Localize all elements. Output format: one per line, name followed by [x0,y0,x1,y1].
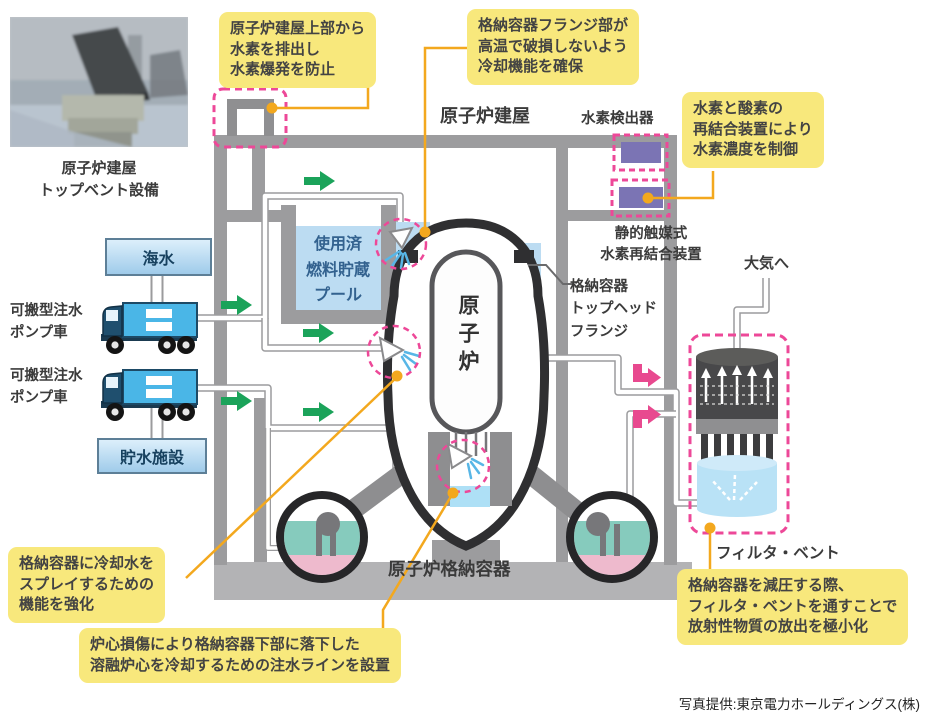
filter-vent-unit [688,333,790,535]
hydrogen-detector-unit [621,142,661,163]
photo-caption: 原子炉建屋 トップベント設備 [38,160,159,199]
top-vent-photo [10,17,188,147]
photo-credit: 写真提供:東京電力ホールディングス(株) [678,697,920,712]
pump-truck-1-label: 可搬型注水 ポンプ車 [10,303,83,341]
callout-filter-vent: 格納容器を減圧する際、 フィルタ・ベントを通すことで 放射性物質の放出を極小化 [677,569,909,646]
flange-pointer-line [528,264,574,285]
to-atmosphere-label: 大気へ [744,255,790,272]
spray-nozzle-drywell [366,324,422,380]
seawater-label: 海水 [142,251,175,268]
flange-nub-right [514,250,534,263]
water-storage-label: 貯水施設 [119,450,184,467]
callout-connectors [185,46,715,630]
pump-truck-1 [101,302,198,354]
callout-flange-cooling: 格納容器フランジ部が 高温で破損しないよう 冷却機能を確保 [467,9,640,86]
pump-truck-2-label: 可搬型注水 ポンプ車 [10,368,83,406]
suppression-chamber-left [276,491,368,583]
callout-connector-dots [266,102,716,534]
recombiner-device-label: 静的触媒式 水素再結合装置 [600,226,702,264]
vent-flow-arrow-upper [633,364,661,387]
top-head-flange-label: 格納容器 トップヘッド フランジ [570,279,657,340]
water-flow-arrows [221,171,335,422]
pedestal-water [450,486,490,507]
water-storage-facility: 貯水施設 [97,438,207,474]
reactor-building-label: 原子炉建屋 [440,106,530,126]
callout-top-vent: 原子炉建屋上部から 水素を排出し 水素爆発を防止 [219,12,377,89]
pump-truck-2 [101,369,198,421]
pedestal-left [428,432,450,506]
hydrogen-detector-label: 水素検出器 [581,111,654,127]
reactor-label: 原子炉 [456,294,479,378]
pedestal-right [490,432,512,506]
callout-corium: 炉心損傷により格納容器下部に落下した 溶融炉心を冷却するための注水ラインを設置 [79,628,402,684]
seawater-source: 海水 [105,238,212,276]
spent-fuel-pool-label: 使用済 燃料貯蔵 プール [305,236,370,305]
recombiner-unit [619,187,663,208]
reactor-pressure-vessel [428,249,512,507]
filter-vent-label: フィルタ・ベント [716,545,840,562]
containment-vessel-label: 原子炉格納容器 [388,559,511,579]
top-vent-structure [212,87,288,149]
spray-nozzle-pedestal [435,438,491,494]
spray-nozzle-flange [374,217,428,271]
vent-flow-arrows [633,364,661,428]
callout-spray: 格納容器に冷却水を スプレイするための 機能を強化 [8,547,166,624]
callout-recombiner: 水素と酸素の 再結合装置により 水素濃度を制御 [682,92,824,169]
containment-vent-pipes [548,278,770,507]
suppression-chamber-right [566,491,658,583]
vent-flow-arrow-lower [633,405,661,428]
